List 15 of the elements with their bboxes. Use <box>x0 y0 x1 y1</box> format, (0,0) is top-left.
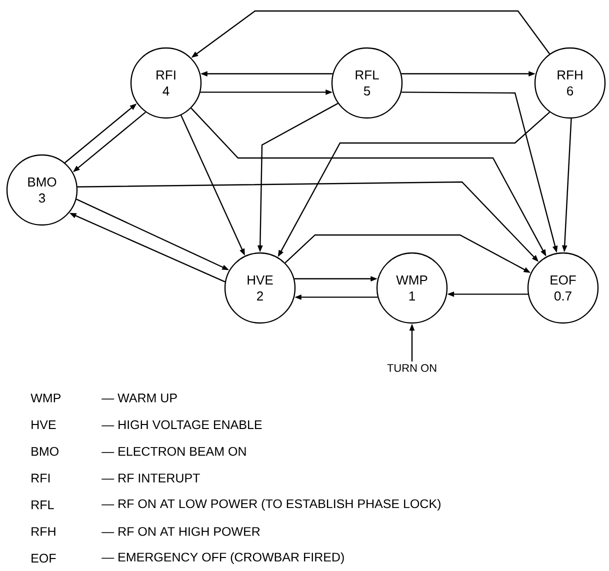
definition-label: — RF ON AT HIGH POWER <box>102 527 260 536</box>
abbreviation-label: EOF <box>32 554 56 563</box>
definition-label: — RF INTERUPT <box>102 474 200 482</box>
definition-label: — ELECTRON BEAM ON <box>102 446 246 456</box>
abbreviation-label: RFL <box>32 500 54 510</box>
abbreviation-label: HVE <box>32 420 56 429</box>
abbreviation-label: BMO <box>32 446 58 456</box>
definition-label: — RF ON AT LOW POWER (TO ESTABLISH PHASE LOCK) <box>102 498 440 511</box>
abbreviation-label: WMP <box>30 394 60 402</box>
definition-label: — WARM UP <box>102 394 177 402</box>
text-label: TURN ON <box>387 364 436 372</box>
abbreviation-label: RFI <box>32 474 50 482</box>
definition-label: — EMERGENCY OFF (CROWBAR FIRED) <box>102 552 344 564</box>
definition-label: — HIGH VOLTAGE ENABLE <box>102 420 262 430</box>
abbreviation-label: RFH <box>32 527 56 536</box>
